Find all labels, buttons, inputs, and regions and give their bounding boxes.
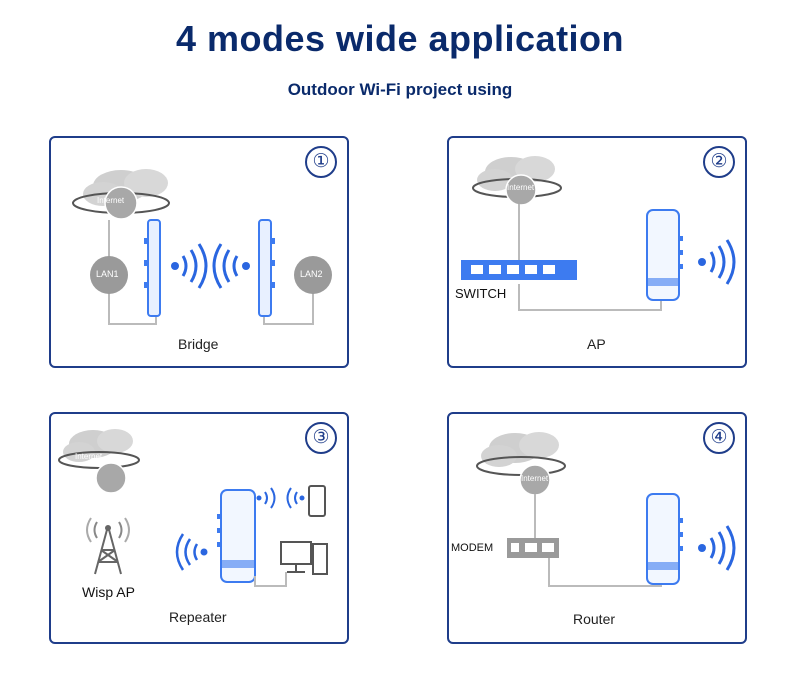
wifi-signal-icon [181,243,208,289]
internet-label: Internet [75,452,103,461]
phone-icon [308,485,326,517]
page-title: 4 modes wide application [175,18,625,59]
internet-cloud-icon [72,169,170,220]
cpe-device-icon [220,489,256,583]
mode-number-badge: ① [305,146,337,178]
lan1-label: LAN1 [96,269,119,279]
wifi-signal-icon [709,239,736,285]
mode-panel-router: ④ Internet MODEM Router [447,412,747,644]
internet-label: Internet [97,196,125,205]
mode-number-badge: ③ [305,422,337,454]
mode-caption: Repeater [169,609,227,625]
lan1-icon [90,256,128,294]
mode-number-badge: ② [703,146,735,178]
mode-caption: Router [573,611,616,627]
internet-cloud-icon [472,156,562,206]
computer-icon [280,541,328,575]
wifi-signal-icon [709,525,736,571]
mode-panel-ap: ② Internet SWITCH AP [447,136,747,368]
wifi-signal-icon [264,487,298,509]
modem-label: MODEM [451,542,494,554]
cpe-device-icon [147,219,161,317]
mode-caption: AP [587,336,606,352]
lan2-label: LAN2 [300,269,323,279]
internet-cloud-icon [476,432,566,496]
mode-caption: Bridge [178,336,219,352]
internet-label: Internet [521,474,549,483]
wifi-signal-icon [175,533,199,571]
internet-label: Internet [507,183,535,192]
wisp-tower-icon [86,517,130,575]
wisp-ap-label: Wisp AP [82,584,135,600]
router-diagram [476,432,736,587]
mode-number-badge: ④ [703,422,735,454]
cpe-device-icon [646,209,680,301]
cpe-device-icon [646,493,680,585]
wifi-signal-icon [212,243,239,289]
ap-diagram [461,156,736,311]
repeater-diagram [58,429,328,587]
internet-cloud-icon [58,429,140,494]
mode-panel-bridge: ① Internet LAN1 LAN2 Bridge [49,136,349,368]
page-subtitle: Outdoor Wi-Fi project using [287,80,513,99]
mode-panel-repeater: ③ Internet Wisp AP Repeater [49,412,349,644]
bridge-diagram [72,169,332,325]
cpe-device-icon [258,219,272,317]
lan2-icon [294,256,332,294]
switch-label: SWITCH [455,286,507,301]
